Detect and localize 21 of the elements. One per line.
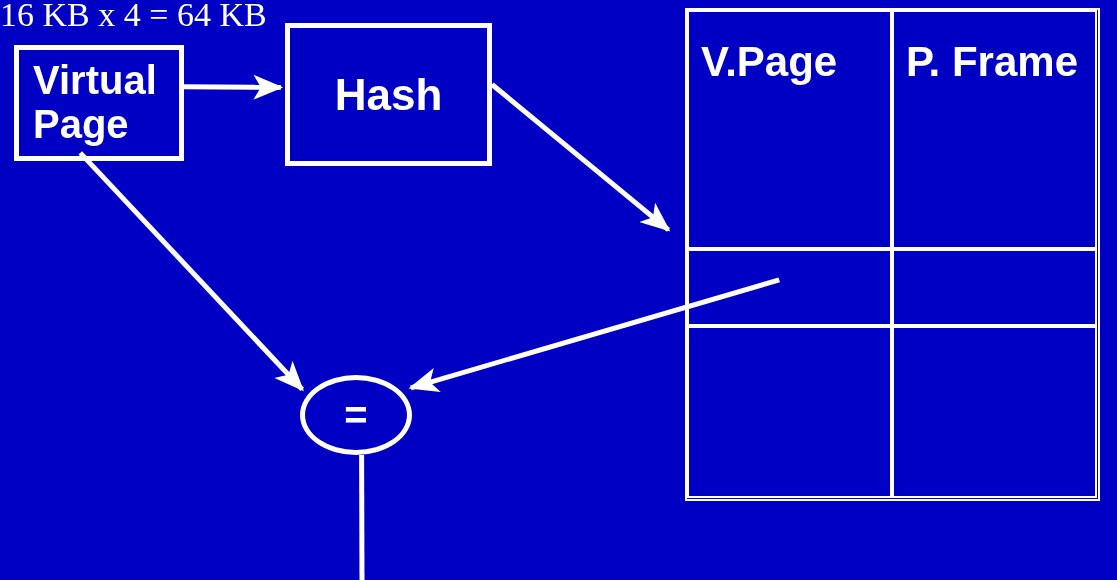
table-cell (687, 249, 892, 326)
process-box (14, 45, 184, 161)
connector-line (359, 455, 365, 580)
table-cell (687, 326, 892, 498)
arrow (490, 82, 671, 232)
arrow (184, 74, 284, 100)
table-header-cell (892, 10, 1097, 249)
arrow (408, 277, 780, 393)
process-box (285, 23, 492, 166)
table-cell (892, 249, 1097, 326)
table (685, 8, 1100, 501)
column-header: P. Frame (906, 38, 1079, 86)
table-header-cell (687, 10, 892, 249)
node-label: Virtual Page (33, 58, 158, 146)
table-cell (892, 326, 1097, 498)
node-label: Hash (334, 69, 443, 120)
column-header: V.Page (701, 38, 839, 86)
formula-text: 16 KB x 4 = 64 KB (0, 0, 267, 34)
comparator-ellipse (300, 375, 412, 455)
arrow (78, 151, 305, 392)
equals-sign: = (344, 392, 368, 438)
